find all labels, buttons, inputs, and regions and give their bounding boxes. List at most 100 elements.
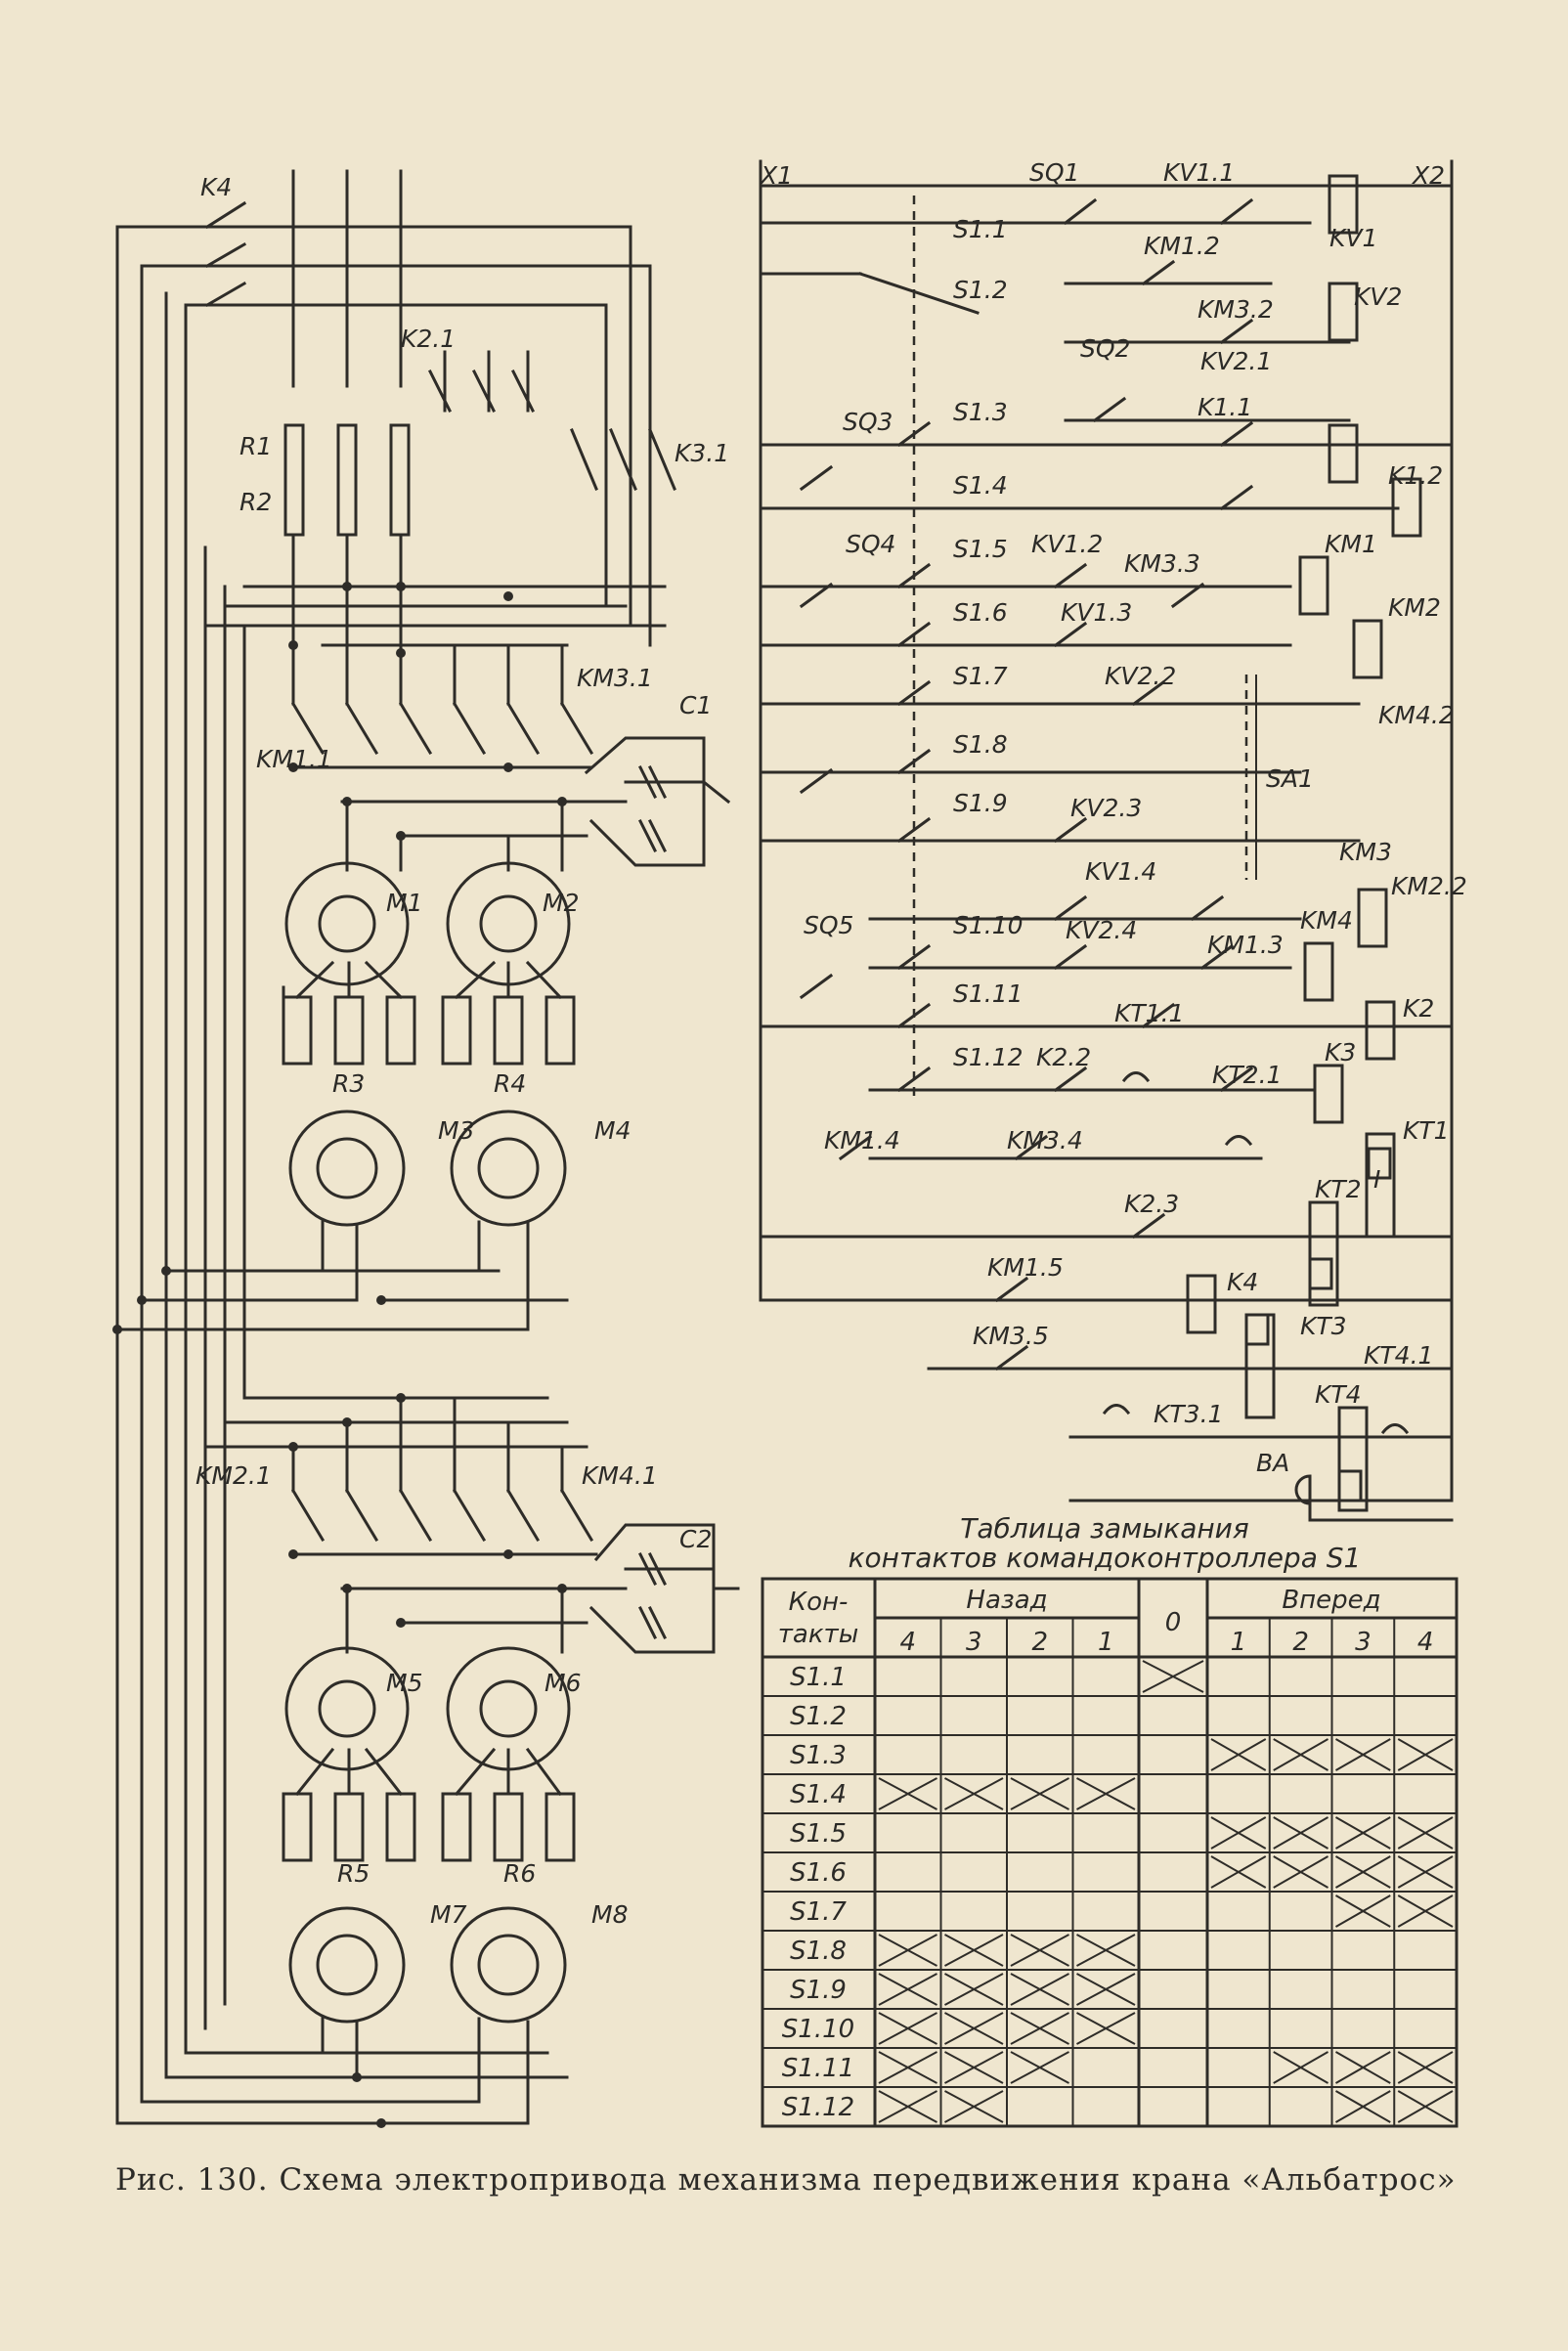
component-label-km1-4: KM1.4 [824, 1126, 900, 1154]
component-label-m7: M7 [430, 1900, 467, 1929]
component-label-sq2: SQ2 [1080, 334, 1130, 363]
contact-closed-mark [1010, 1934, 1069, 1967]
component-label-k2-3: K2.3 [1124, 1190, 1179, 1218]
component-label-kt1-1: KT1.1 [1114, 999, 1184, 1027]
component-label-sa1: SA1 [1266, 764, 1314, 793]
contact-closed-mark [1335, 1816, 1391, 1850]
component-label-r5: R5 [337, 1859, 370, 1888]
contact-closed-mark [1210, 1738, 1267, 1771]
component-label-kt1: KT1 [1403, 1116, 1450, 1145]
component-label-kt2: KT2 [1315, 1175, 1362, 1203]
table-row-label: S1.7 [790, 1897, 847, 1927]
component-label-s1-2: S1.2 [953, 276, 1008, 304]
contact-closed-mark [1076, 1777, 1136, 1810]
component-label-ba: BA [1256, 1449, 1289, 1477]
table-position-1: 3 [966, 1628, 982, 1657]
component-label-km3-4: KM3.4 [1007, 1126, 1083, 1154]
table-title-line-2: контактов командоконтроллера S1 [849, 1542, 1362, 1574]
component-label-km1-3: KM1.3 [1207, 931, 1284, 959]
table-header-contacts: Кон- [789, 1588, 849, 1617]
contact-closed-mark [1210, 1816, 1267, 1850]
table-position-5: 1 [1231, 1628, 1247, 1657]
power-circuit [112, 169, 740, 2128]
component-label-s1-12: S1.12 [953, 1043, 1024, 1071]
component-label-x1: X1 [759, 161, 793, 190]
component-label-s1-9: S1.9 [953, 789, 1008, 817]
control-circuit [759, 159, 1454, 1522]
contact-closed-mark [878, 1973, 937, 2006]
component-label-kv1-2: KV1.2 [1031, 530, 1103, 558]
component-label-sq4: SQ4 [846, 530, 895, 558]
contact-closed-mark [1273, 1738, 1328, 1771]
contact-closed-mark [878, 2090, 937, 2123]
component-label-kt3-1: KT3.1 [1154, 1400, 1223, 1428]
component-label-m8: M8 [591, 1900, 628, 1929]
component-label-s1-11: S1.11 [953, 980, 1024, 1008]
component-label-kv2-3: KV2.3 [1070, 794, 1142, 822]
component-label-kv2-2: KV2.2 [1105, 662, 1176, 690]
component-label-k2: K2 [1403, 994, 1434, 1023]
contact-closed-mark [878, 2012, 937, 2045]
table-header-zero: 0 [1165, 1608, 1182, 1637]
contact-closed-mark [944, 2012, 1004, 2045]
component-label-s1-6: S1.6 [953, 598, 1008, 627]
component-label-c1: C1 [679, 691, 712, 719]
table-row-label: S1.10 [782, 2015, 854, 2044]
component-label-sq3: SQ3 [843, 408, 893, 436]
component-label-s1-3: S1.3 [953, 398, 1008, 426]
table-position-0: 4 [899, 1628, 916, 1657]
table-position-8: 4 [1417, 1628, 1434, 1657]
component-label-kv2: KV2 [1354, 283, 1402, 311]
component-label-m5: M5 [386, 1669, 422, 1697]
component-label-r3: R3 [332, 1069, 365, 1098]
component-label-k1-2: K1.2 [1388, 461, 1443, 490]
component-label-km3: KM3 [1339, 838, 1392, 866]
table-row-label: S1.4 [790, 1780, 847, 1809]
contact-closed-mark [1076, 2012, 1136, 2045]
table-row-label: S1.12 [782, 2093, 854, 2122]
contact-closed-mark [1397, 1738, 1454, 1771]
component-label-km3-1: KM3.1 [577, 664, 653, 692]
component-label-km1-5: KM1.5 [987, 1253, 1064, 1282]
component-label-k4: K4 [1227, 1268, 1258, 1296]
component-label-k1-1: K1.1 [1198, 393, 1252, 421]
contact-closed-mark [1335, 2090, 1391, 2123]
component-label-sq5: SQ5 [804, 911, 853, 939]
component-label-kv1-1: KV1.1 [1163, 158, 1235, 187]
component-label-kt3: KT3 [1300, 1312, 1347, 1340]
component-label-km2-1: KM2.1 [196, 1461, 272, 1490]
contact-closed-mark [878, 1934, 937, 1967]
component-label-k3-1: K3.1 [675, 439, 729, 467]
component-label-r4: R4 [494, 1069, 526, 1098]
table-position-3: 1 [1098, 1628, 1114, 1657]
component-label-kt4-1: KT4.1 [1364, 1341, 1433, 1370]
table-header-back: Назад [966, 1586, 1047, 1615]
table-row-label: S1.8 [790, 1937, 847, 1966]
table-row-label: S1.6 [790, 1858, 847, 1888]
contact-closed-mark [1273, 1855, 1328, 1889]
contact-closed-mark [1397, 1894, 1454, 1928]
component-label-s1-1: S1.1 [953, 215, 1008, 243]
contact-closed-mark [944, 2051, 1004, 2084]
contact-closed-mark [1397, 1855, 1454, 1889]
table-position-2: 2 [1031, 1628, 1048, 1657]
table-row-label: S1.3 [790, 1741, 847, 1770]
component-label-s1-8: S1.8 [953, 730, 1008, 759]
component-label-kt2-1: KT2.1 [1212, 1061, 1282, 1089]
component-label-r2: R2 [240, 488, 272, 516]
contact-closed-mark [1273, 1816, 1328, 1850]
component-label-km4-1: KM4.1 [582, 1461, 658, 1490]
component-label-r6: R6 [503, 1859, 536, 1888]
contact-closed-mark [1335, 2051, 1391, 2084]
component-label-k2-2: K2.2 [1036, 1043, 1091, 1071]
component-label-km4: KM4 [1300, 906, 1353, 935]
contact-closed-mark [1335, 1738, 1391, 1771]
figure-caption: Рис. 130. Схема электропривода механизма… [115, 2162, 1457, 2198]
table-position-7: 3 [1355, 1628, 1372, 1657]
contact-closed-mark [1273, 2051, 1328, 2084]
component-label-i: I [1373, 1165, 1380, 1194]
component-label-km2: KM2 [1388, 593, 1441, 622]
component-label-x2: X2 [1411, 161, 1445, 190]
component-label-m1: M1 [386, 889, 422, 917]
